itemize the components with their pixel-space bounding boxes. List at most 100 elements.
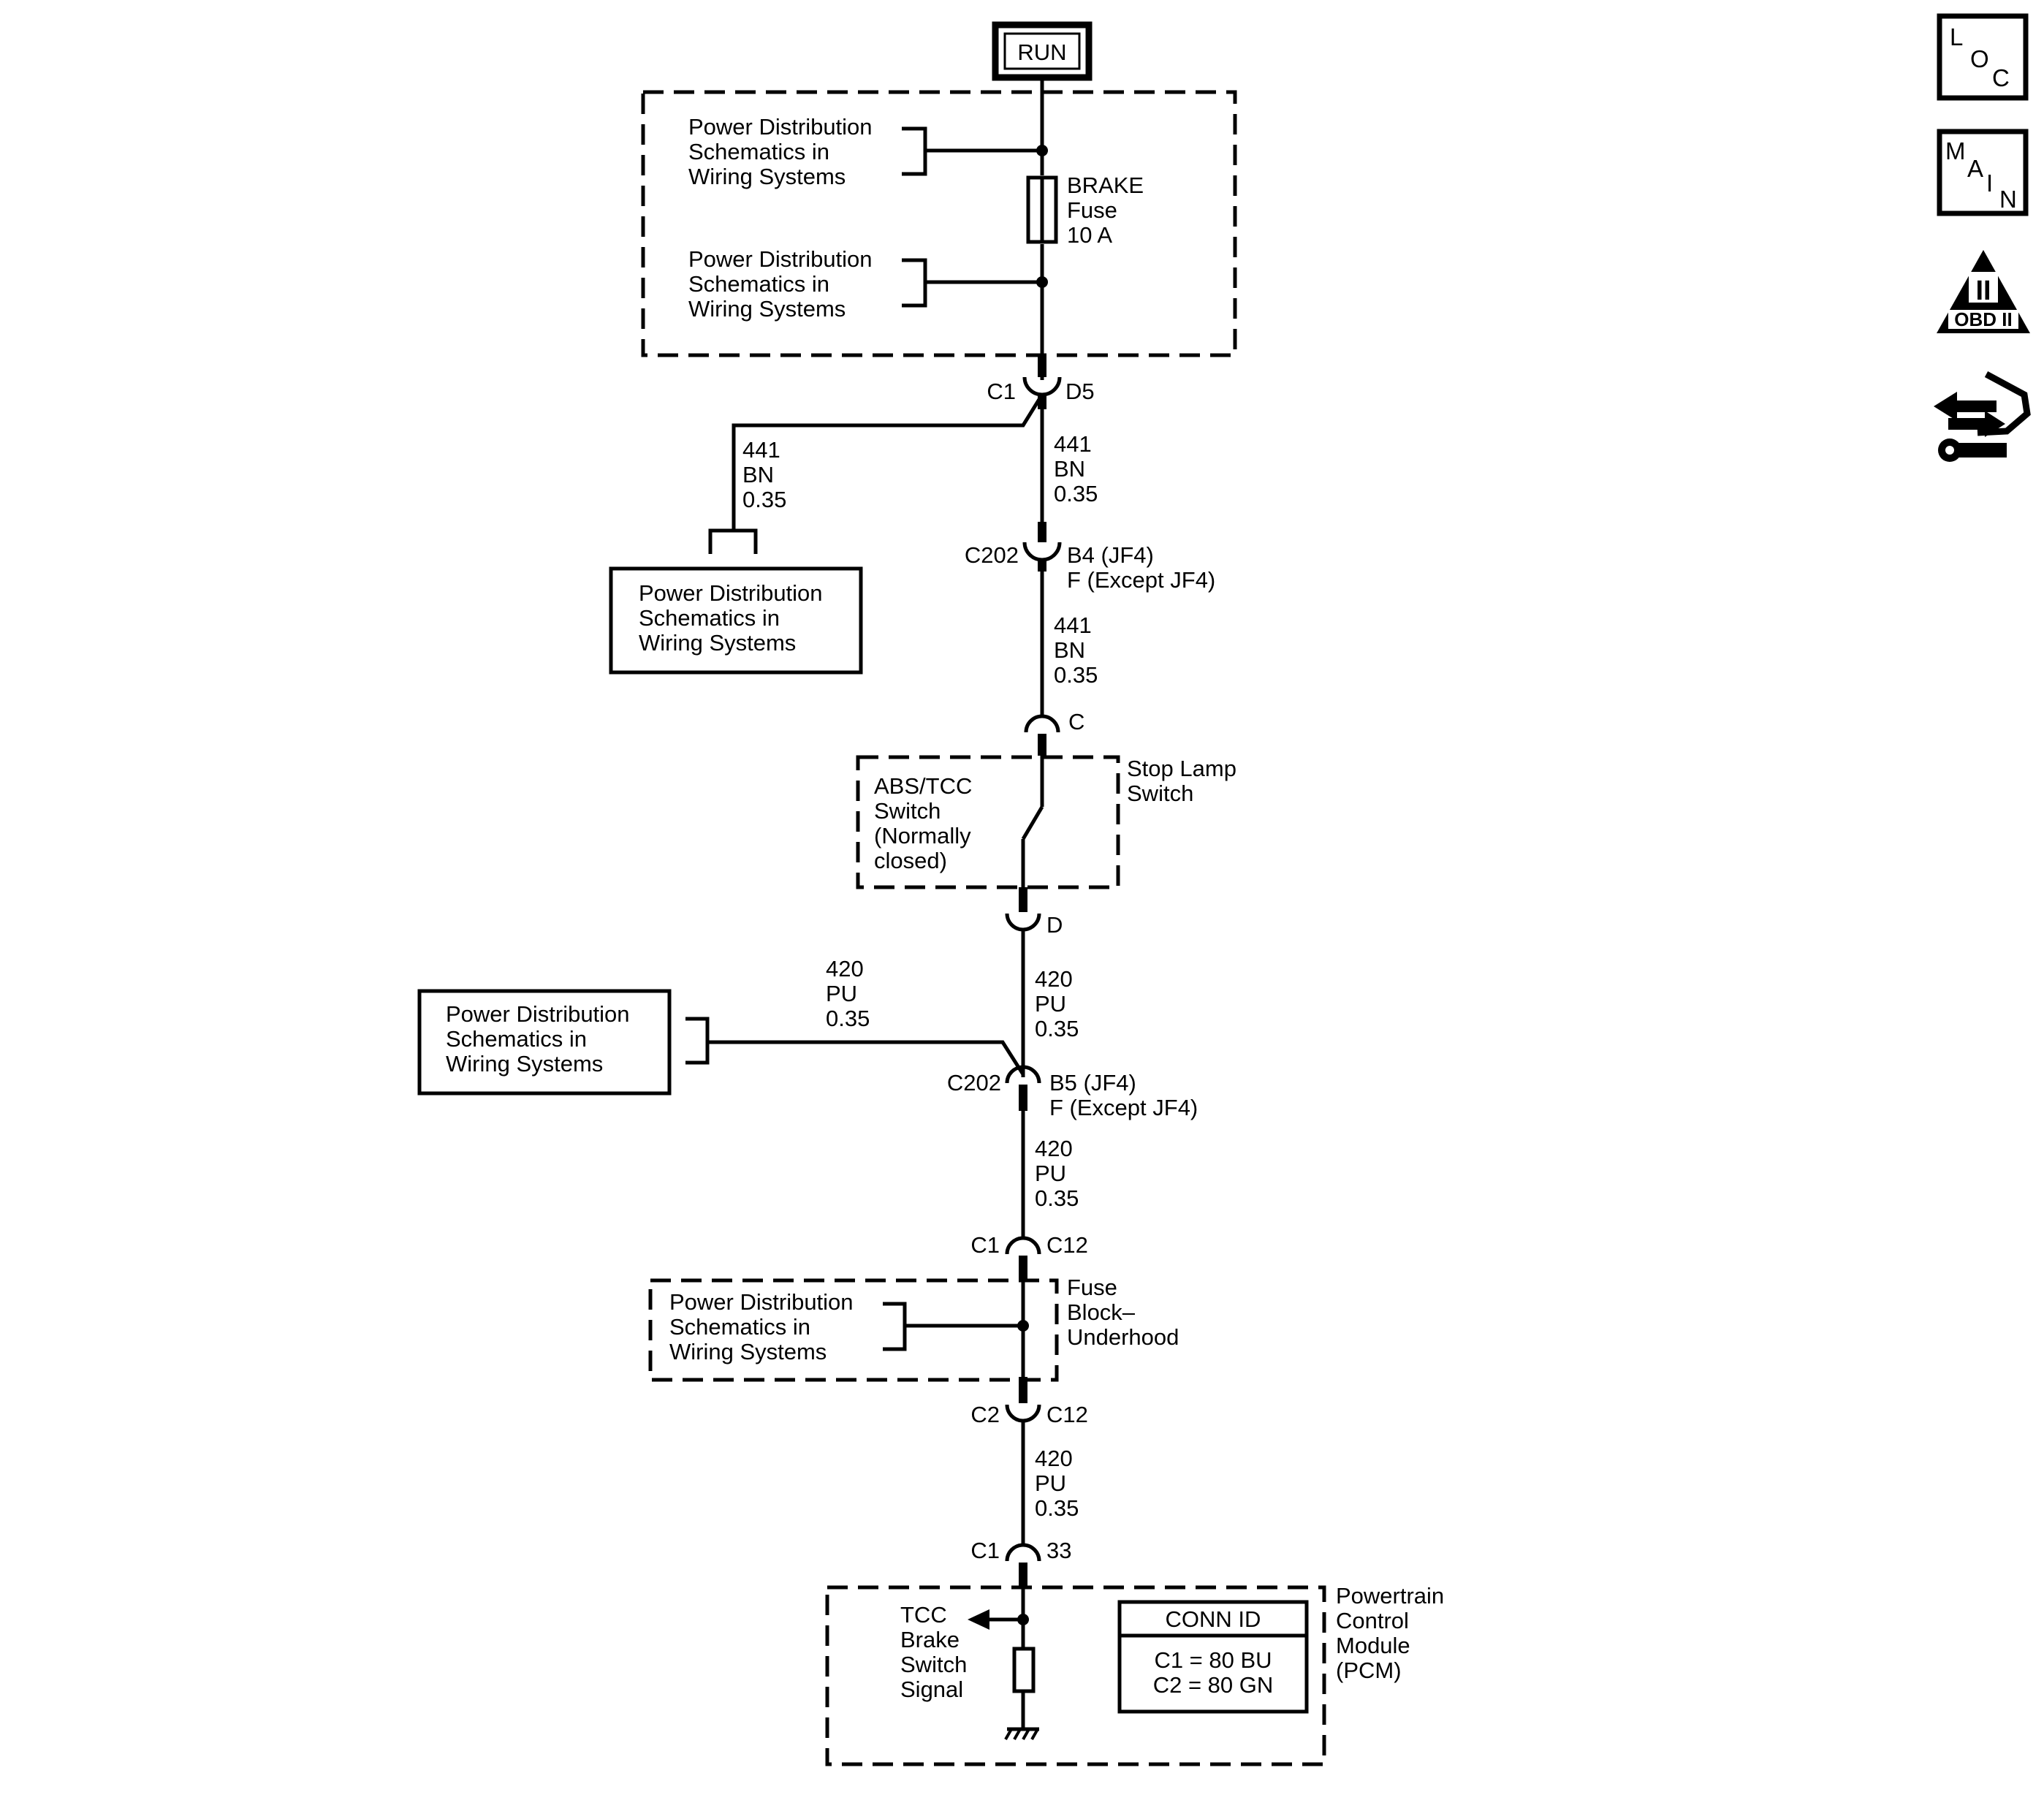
main-letter-m: M [1945, 137, 1966, 164]
pcm-signal-2: Brake [900, 1627, 960, 1652]
c202-bottom-pin-1: B5 (JF4) [1049, 1070, 1136, 1096]
stop-lamp-switch: C Stop Lamp Switch ABS/TCC Switch (Norma… [856, 709, 1236, 938]
branch-441-size: 0.35 [742, 487, 786, 512]
wire-441-a-size: 0.35 [1054, 481, 1098, 506]
c202-bottom-pin-2: F (Except JF4) [1049, 1095, 1198, 1120]
ref-441-line-3: Wiring Systems [639, 630, 796, 656]
branch-441-color: BN [742, 462, 774, 487]
c1-c12-left: C1 [970, 1232, 1000, 1258]
switch-pin-d: D [1046, 912, 1063, 938]
ref-upper-1[interactable]: Power Distribution [688, 114, 873, 140]
main-letter-n: N [1999, 186, 2017, 213]
switch-inner-2: Switch [874, 798, 941, 824]
branch-420-size: 0.35 [826, 1006, 870, 1031]
wire-420-b-circuit: 420 [1035, 1136, 1073, 1161]
ref-box-left-420[interactable]: Power Distribution Schematics in Wiring … [417, 989, 672, 1096]
main-letter-a: A [1967, 155, 1983, 182]
underhood-ref-2[interactable]: Schematics in [669, 1314, 810, 1340]
conn-id-title: CONN ID [1166, 1606, 1261, 1632]
wire-420-c-color: PU [1035, 1470, 1066, 1496]
splice-lower [1036, 276, 1048, 288]
wire-420-b-color: PU [1035, 1161, 1066, 1186]
underhood-name-1: Fuse [1067, 1275, 1117, 1300]
connector-c2-c12: C2 C12 [970, 1377, 1088, 1427]
ref-lower-3[interactable]: Wiring Systems [688, 296, 846, 322]
run-power-source: RUN [992, 21, 1093, 81]
ref-lower-2[interactable]: Schematics in [688, 271, 829, 297]
fuse-block-top: BRAKE Fuse 10 A Power Distribution Schem… [641, 90, 1237, 357]
branch-420-color: PU [826, 981, 857, 1006]
fuse-label-2: Fuse [1067, 197, 1117, 223]
connector-c202-bottom: C202 B5 (JF4) F (Except JF4) [947, 1065, 1198, 1120]
wire-441-b-color: BN [1054, 637, 1085, 663]
conn-id-line-1: C1 = 80 BU [1154, 1647, 1272, 1673]
branch-441-circuit: 441 [742, 437, 780, 463]
wire-420-b-size: 0.35 [1035, 1185, 1079, 1211]
ref-upper-3[interactable]: Wiring Systems [688, 164, 846, 189]
wire-420-a-size: 0.35 [1035, 1016, 1079, 1041]
main-letter-i: I [1986, 170, 1993, 197]
switch-name-1: Stop Lamp [1127, 756, 1236, 781]
obd-roman-ii: II [1975, 276, 1991, 306]
c1-33-left: C1 [970, 1538, 1000, 1563]
c202-bottom-name: C202 [947, 1070, 1001, 1096]
run-label: RUN [1017, 39, 1066, 65]
fuse-label-3: 10 A [1067, 222, 1112, 248]
conn-id-line-2: C2 = 80 GN [1153, 1672, 1274, 1698]
diagnostic-tool-icon[interactable] [1934, 371, 2031, 462]
loc-letter-l: L [1950, 23, 1963, 50]
ref-420-line-1: Power Distribution [446, 1001, 630, 1027]
pcm-name-3: Module [1336, 1633, 1410, 1658]
loc-letter-o: O [1970, 45, 1989, 72]
underhood-ref-1[interactable]: Power Distribution [669, 1289, 854, 1315]
switch-pin-c: C [1068, 709, 1084, 734]
wire-420-c-circuit: 420 [1035, 1446, 1073, 1471]
ref-420-line-3: Wiring Systems [446, 1051, 603, 1077]
powertrain-control-module: TCC Brake Switch Signal CONN ID C1 = 80 … [825, 1583, 1444, 1766]
connector-c202-top: C202 B4 (JF4) F (Except JF4) [965, 522, 1215, 593]
ref-bracket-441 [708, 528, 758, 554]
switch-inner-3: (Normally [874, 823, 971, 848]
loc-icon[interactable]: L O C [1937, 13, 2029, 101]
pcm-resistor [1012, 1647, 1036, 1693]
loc-letter-c: C [1992, 64, 2010, 91]
c1-d5-right: D5 [1065, 379, 1095, 404]
wire-420-a-color: PU [1035, 991, 1066, 1017]
c1-33-right: 33 [1046, 1538, 1071, 1563]
pcm-signal-1: TCC [900, 1602, 947, 1628]
switch-inner-4: closed) [874, 848, 947, 873]
fuse-block-underhood: Power Distribution Schematics in Wiring … [648, 1275, 1179, 1389]
ref-420-line-2: Schematics in [446, 1026, 587, 1052]
obd-ii-icon[interactable]: II OBD II [1937, 250, 2030, 333]
c202-top-pin-1: B4 (JF4) [1067, 542, 1154, 568]
c2-c12-left: C2 [970, 1402, 1000, 1427]
ref-box-left-441[interactable]: Power Distribution Schematics in Wiring … [609, 566, 863, 675]
wire-441-branch [732, 393, 1044, 531]
underhood-name-2: Block– [1067, 1299, 1136, 1325]
c2-c12-right: C12 [1046, 1402, 1088, 1427]
conn-id-table: CONN ID C1 = 80 BU C2 = 80 GN [1117, 1600, 1309, 1714]
ref-lower-1[interactable]: Power Distribution [688, 246, 873, 272]
connector-c1-d5: C1 D5 [987, 354, 1095, 409]
wire-441-b-size: 0.35 [1054, 662, 1098, 688]
ref-upper-2[interactable]: Schematics in [688, 139, 829, 164]
c1-c12-right: C12 [1046, 1232, 1088, 1258]
wire-441-a-circuit: 441 [1054, 431, 1092, 457]
ref-441-line-1: Power Distribution [639, 580, 823, 606]
switch-blade [1021, 805, 1044, 840]
splice-upper [1036, 145, 1048, 156]
branch-420-circuit: 420 [826, 956, 864, 982]
c202-top-name: C202 [965, 542, 1019, 568]
connector-c1-c12: C1 C12 [970, 1232, 1088, 1280]
pcm-signal-3: Switch [900, 1652, 967, 1677]
ref-441-line-2: Schematics in [639, 605, 780, 631]
wire-420-a-circuit: 420 [1035, 966, 1073, 992]
wire-441-b-circuit: 441 [1054, 612, 1092, 638]
switch-name-2: Switch [1127, 781, 1193, 806]
connector-c1-33: C1 33 [970, 1538, 1071, 1587]
underhood-ref-3[interactable]: Wiring Systems [669, 1339, 827, 1364]
ground-icon [1004, 1727, 1039, 1740]
pcm-signal-4: Signal [900, 1677, 963, 1702]
main-icon[interactable]: M A I N [1937, 129, 2029, 216]
